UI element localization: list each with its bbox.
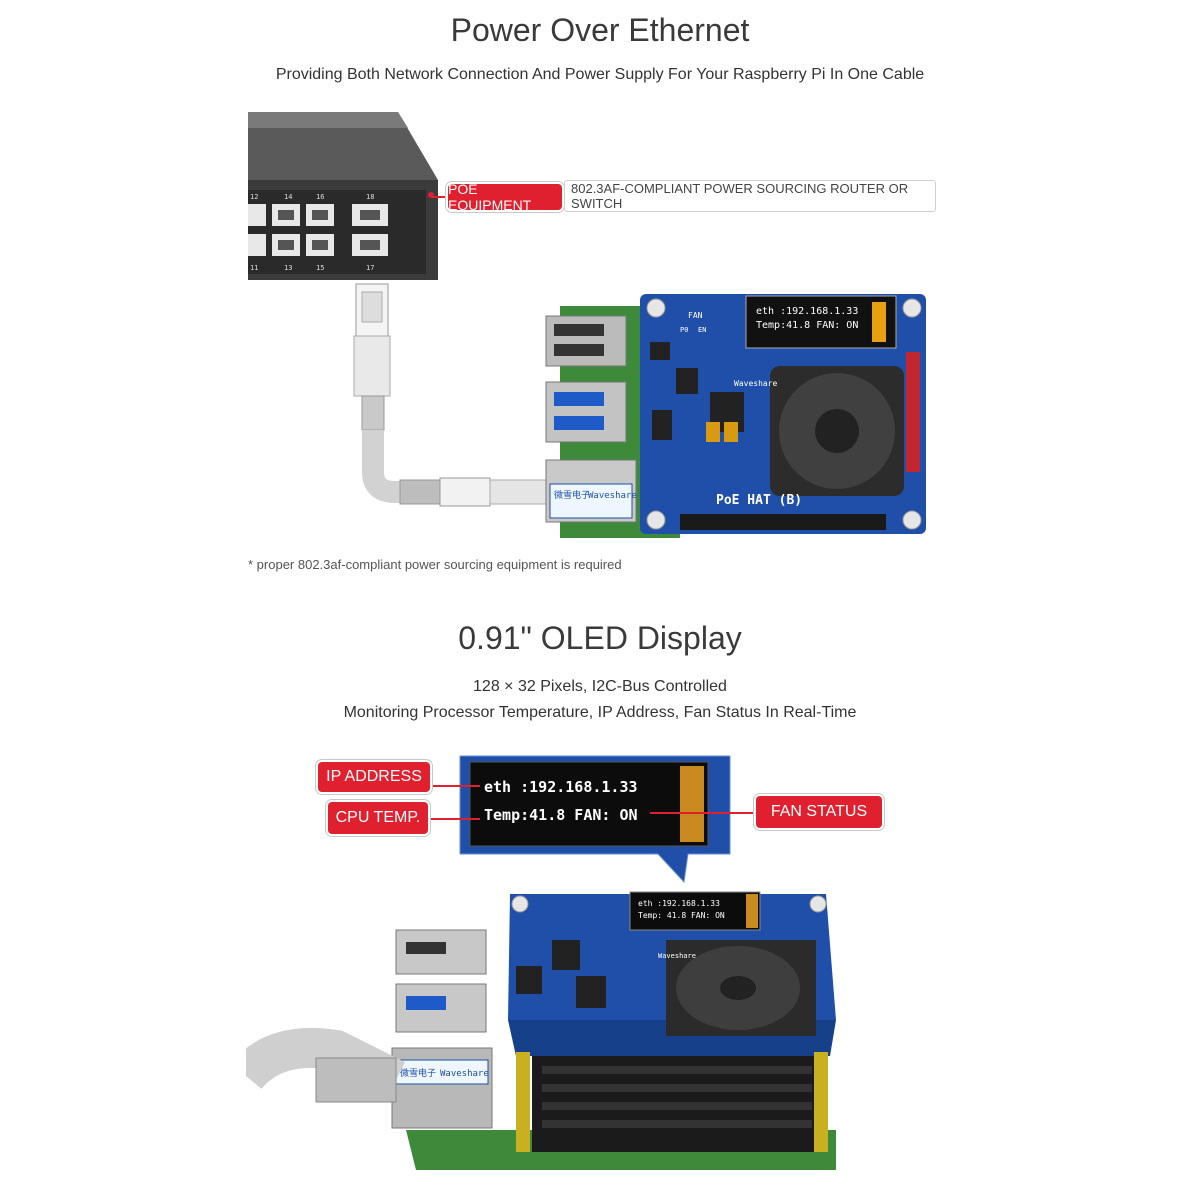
oled-zoom-line1: eth :192.168.1.33 [484,778,638,796]
ethernet-cable-image [353,283,547,507]
svg-text:微雪电子: 微雪电子 [554,489,590,501]
poe-equipment-description: 802.3AF-COMPLIANT POWER SOURCING ROUTER … [564,180,936,212]
connector-brand-label-2: Waveshare [440,1069,489,1079]
port-label: 15 [316,264,324,272]
small-oled-line1: eth :192.168.1.33 [638,899,720,908]
oled-zoom-line2: Temp:41.8 FAN: ON [484,806,638,824]
fan-callout-line [650,812,756,814]
board-mark-fan: FAN [688,311,703,320]
oled-text-line1: eth :192.168.1.33 [756,306,858,317]
cpu-temp-tag: CPU TEMP. [328,802,428,834]
port-label: 17 [366,264,374,272]
section1-subtitle: Providing Both Network Connection And Po… [275,66,925,83]
port-label: 13 [284,264,292,272]
port-label: 18 [366,193,374,201]
small-oled-line2: Temp: 41.8 FAN: ON [638,911,725,920]
svg-text:微雪电子: 微雪电子 [400,1067,436,1079]
port-label: 14 [284,193,292,201]
poe-footnote: * proper 802.3af-compliant power sourcin… [248,557,622,572]
ip-callout-line [430,785,480,787]
section2-subtitle-1: 128 × 32 Pixels, I2C-Bus Controlled [473,678,727,695]
callout-line [432,196,448,198]
poe-hat-3d-image: 微雪电子 Waveshare eth :192.168.1.33 Temp: 4… [246,891,836,1170]
board-label: PoE HAT (B) [716,493,802,508]
poe-equipment-tag: POE EQUIPMENT [448,181,562,213]
port-label: 11 [250,264,258,272]
section1-title: Power Over Ethernet [450,12,750,48]
oled-zoom-panel: eth :192.168.1.33 Temp:41.8 FAN: ON [459,755,731,884]
port-label: 16 [316,193,324,201]
section2-subtitle-2: Monitoring Processor Temperature, IP Add… [343,704,857,721]
board-mark-p0: P0 [680,326,688,334]
board-brand-3d: Waveshare [658,952,696,960]
board-mark-en: EN [698,326,706,334]
ip-address-tag: IP ADDRESS [318,762,430,792]
oled-text-line2: Temp:41.8 FAN: ON [756,320,858,331]
board-brand: Waveshare [734,379,778,388]
poe-switch-image: 12 14 16 18 11 13 15 17 [248,112,438,280]
fan-status-tag: FAN STATUS [756,796,882,828]
poe-hat-board-image: 微雪电子 Waveshare eth :192.168.1.33 Temp:41… [545,294,926,538]
connector-brand-label: Waveshare [588,491,637,501]
port-label: 12 [250,193,258,201]
section2-title: 0.91" OLED Display [458,620,742,656]
cpu-callout-line [428,818,480,820]
